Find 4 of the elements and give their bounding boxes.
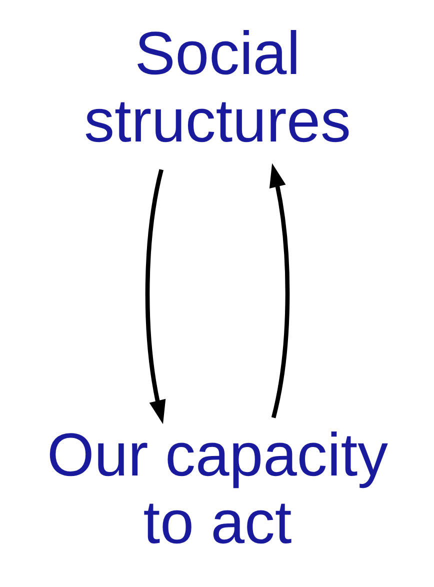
node-text: Our capacity to act [46, 420, 388, 556]
node-text: Social structures [84, 19, 350, 154]
arrow [144, 169, 166, 424]
arrow [268, 163, 290, 418]
